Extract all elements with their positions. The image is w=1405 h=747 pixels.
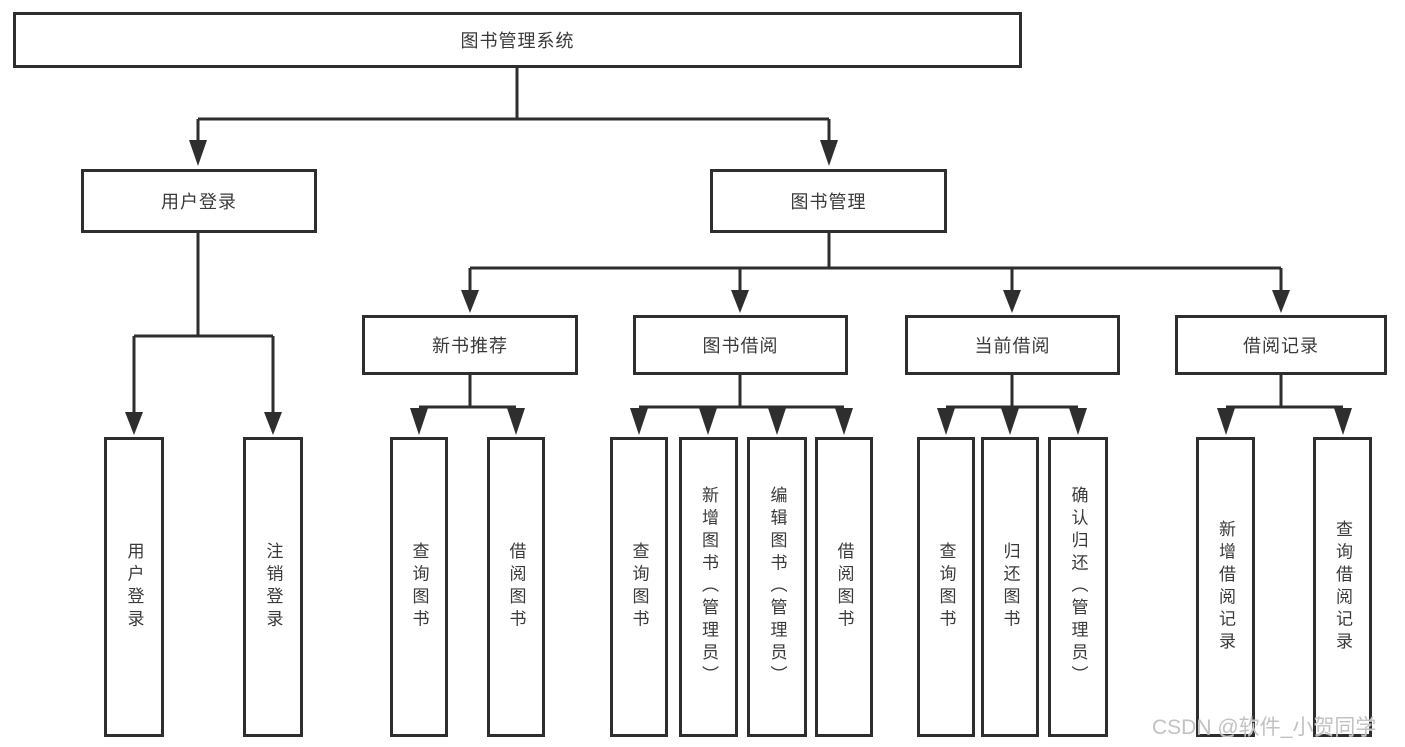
node-book-borrowing: 图书借阅 bbox=[633, 315, 848, 375]
leaf-label: 归还图书 bbox=[1000, 542, 1020, 632]
leaf-user-login: 用户登录 bbox=[104, 437, 164, 737]
leaf-label: 借阅图书 bbox=[834, 542, 854, 632]
node-current-borrowing: 当前借阅 bbox=[905, 315, 1120, 375]
node-user-login: 用户登录 bbox=[81, 169, 317, 233]
node-label: 图书借阅 bbox=[702, 336, 779, 356]
node-new-book-recommendation: 新书推荐 bbox=[362, 315, 578, 375]
leaf-recommend-borrow-books: 借阅图书 bbox=[487, 437, 545, 737]
leaf-label: 注销登录 bbox=[263, 542, 283, 632]
leaf-borrow-add-books-admin: 新增图书（管理员） bbox=[679, 437, 738, 737]
watermark: CSDN @软件_小贺同学 bbox=[1152, 716, 1377, 739]
leaf-label: 查询图书 bbox=[629, 542, 649, 632]
leaf-label: 用户登录 bbox=[124, 542, 144, 632]
leaf-label: 新增借阅记录 bbox=[1216, 519, 1235, 655]
node-label: 新书推荐 bbox=[432, 336, 508, 356]
node-label: 借阅记录 bbox=[1243, 336, 1319, 356]
node-book-management: 图书管理 bbox=[710, 169, 947, 233]
node-label: 当前借阅 bbox=[974, 336, 1051, 356]
leaf-label: 查询图书 bbox=[409, 542, 429, 632]
leaf-recommend-query-books: 查询图书 bbox=[390, 437, 448, 737]
leaf-label: 查询图书 bbox=[936, 542, 956, 632]
node-library-management-system: 图书管理系统 bbox=[13, 12, 1022, 68]
leaf-current-confirm-return-admin: 确认归还（管理员） bbox=[1048, 437, 1108, 737]
leaf-label: 确认归还（管理员） bbox=[1068, 486, 1088, 688]
leaf-label: 新增图书（管理员） bbox=[699, 486, 718, 688]
node-borrowing-records: 借阅记录 bbox=[1175, 315, 1387, 375]
leaf-borrow-query-books: 查询图书 bbox=[610, 437, 668, 737]
node-label: 图书管理系统 bbox=[460, 31, 575, 51]
leaf-current-query-books: 查询图书 bbox=[917, 437, 975, 737]
leaf-logout: 注销登录 bbox=[243, 437, 303, 737]
leaf-borrow-edit-books-admin: 编辑图书（管理员） bbox=[747, 437, 807, 737]
leaf-current-return-books: 归还图书 bbox=[981, 437, 1039, 737]
leaf-label: 查询借阅记录 bbox=[1333, 519, 1352, 655]
leaf-label: 编辑图书（管理员） bbox=[767, 486, 787, 688]
leaf-label: 借阅图书 bbox=[506, 542, 526, 632]
node-label: 图书管理 bbox=[790, 192, 867, 212]
leaf-borrow-borrow-books: 借阅图书 bbox=[815, 437, 873, 737]
node-label: 用户登录 bbox=[161, 192, 237, 212]
leaf-records-query-record: 查询借阅记录 bbox=[1313, 437, 1372, 737]
leaf-records-add-record: 新增借阅记录 bbox=[1196, 437, 1255, 737]
